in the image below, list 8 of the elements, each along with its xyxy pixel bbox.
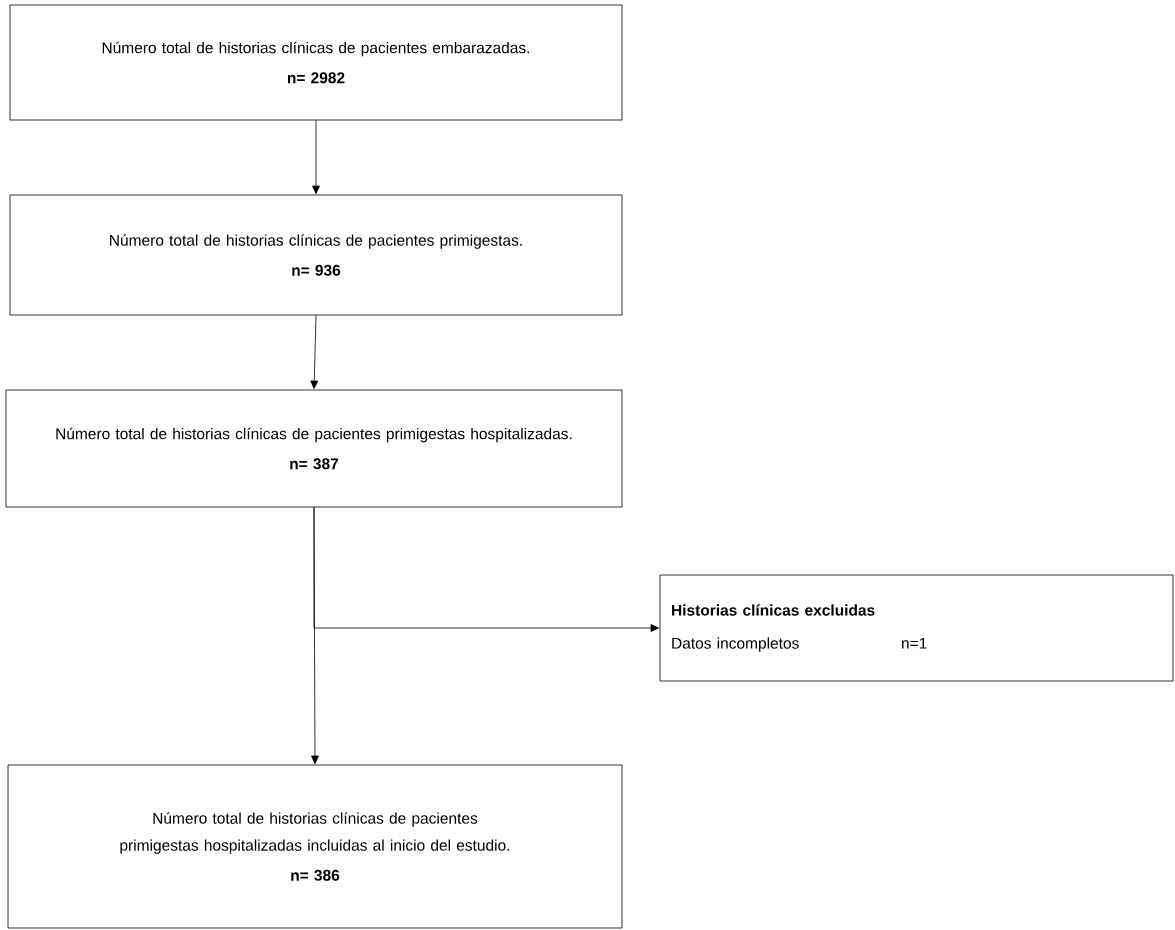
- arrow: [311, 507, 319, 765]
- process-box: Número total de historias clínicas de pacientes primigestas hospitalizadas incluidas al inicio del estudio. n= 386: [7, 764, 623, 929]
- process-box: Número total de historias clínicas de pacientes embarazadas. n= 2982: [9, 4, 623, 121]
- process-box: Número total de historias clínicas de pacientes primigestas hospitalizadas. n= 387: [5, 389, 623, 508]
- process-box: Número total de historias clínicas de pacientes primigestas. n= 936: [9, 194, 623, 316]
- process-box: Historias clínicas excluidas Datos incompletos n=1: [659, 574, 1174, 682]
- arrow: [310, 315, 319, 389]
- arrow: [312, 120, 320, 194]
